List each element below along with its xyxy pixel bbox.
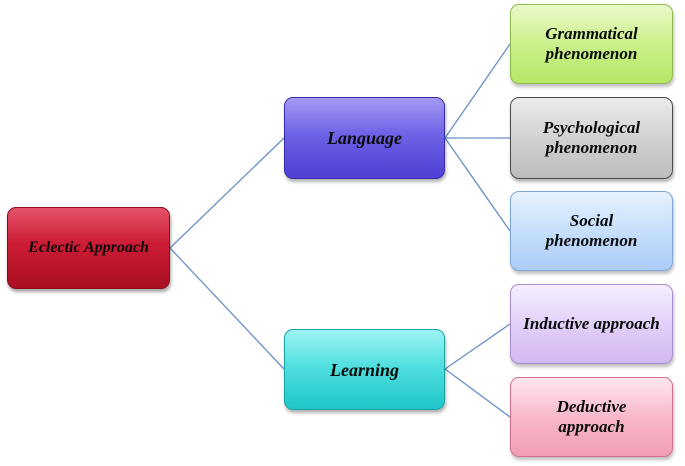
- connector-learning-deductive: [444, 368, 511, 418]
- node-social-phenomenon-label: Social phenomenon: [545, 211, 638, 250]
- node-deductive-approach: Deductive approach: [510, 377, 673, 457]
- node-inductive-approach: Inductive approach: [510, 284, 673, 364]
- node-eclectic-approach-label: Eclectic Approach: [28, 239, 149, 256]
- node-deductive-approach-label: Deductive approach: [556, 397, 627, 436]
- node-psychological-phenomenon: Psychological phenomenon: [510, 97, 673, 179]
- node-social-phenomenon: Social phenomenon: [510, 191, 673, 271]
- node-psychological-phenomenon-label: Psychological phenomenon: [542, 118, 641, 157]
- node-grammatical-phenomenon-label: Grammatical phenomenon: [545, 24, 638, 63]
- node-grammatical-phenomenon: Grammatical phenomenon: [510, 4, 673, 84]
- connector-root-learning: [169, 247, 285, 370]
- connector-language-social: [444, 137, 511, 232]
- connector-root-language: [169, 137, 285, 249]
- node-learning: Learning: [284, 329, 445, 410]
- connector-learning-inductive: [444, 323, 511, 370]
- connector-language-grammatical: [444, 43, 511, 139]
- node-inductive-approach-label: Inductive approach: [523, 314, 660, 333]
- node-language: Language: [284, 97, 445, 179]
- node-learning-label: Learning: [329, 359, 399, 380]
- node-eclectic-approach: Eclectic Approach: [7, 207, 170, 289]
- node-language-label: Language: [326, 128, 402, 148]
